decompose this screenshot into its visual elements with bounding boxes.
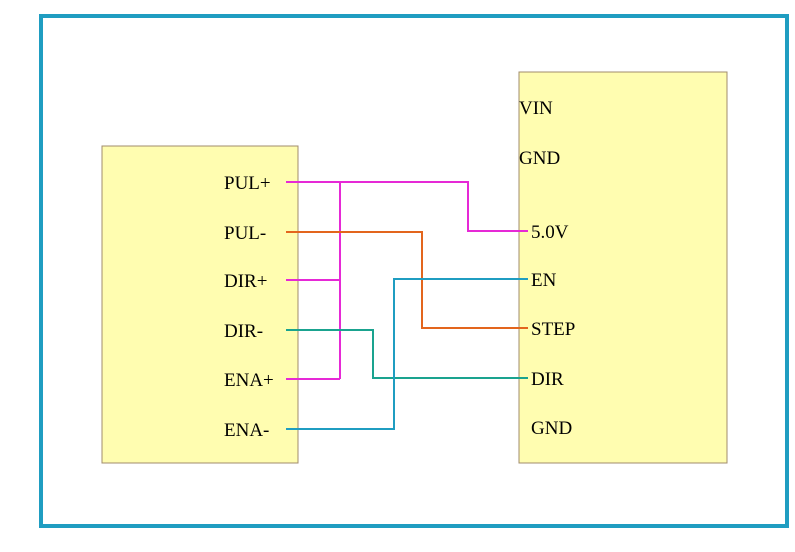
right-pin-label: 5.0V [531,222,569,243]
wire-pul-plus [286,181,528,232]
left-pin-label: ENA+ [224,370,274,391]
left-pin-label: DIR+ [224,271,267,292]
wire-ena-minus [286,278,528,430]
right-top-label: VIN [519,98,553,119]
right-top-label: GND [519,148,560,169]
right-pin-label: EN [531,270,557,291]
right-pin-label: STEP [531,319,575,340]
right-controller-block [518,71,728,464]
wire-dir-minus [286,329,528,379]
left-pin-label: PUL+ [224,173,271,194]
left-pin-label: ENA- [224,420,269,441]
right-pin-label: DIR [531,369,564,390]
left-pin-label: PUL- [224,223,266,244]
right-pin-label: GND [531,418,572,439]
left-pin-label: DIR- [224,321,263,342]
left-driver-block [101,145,299,464]
